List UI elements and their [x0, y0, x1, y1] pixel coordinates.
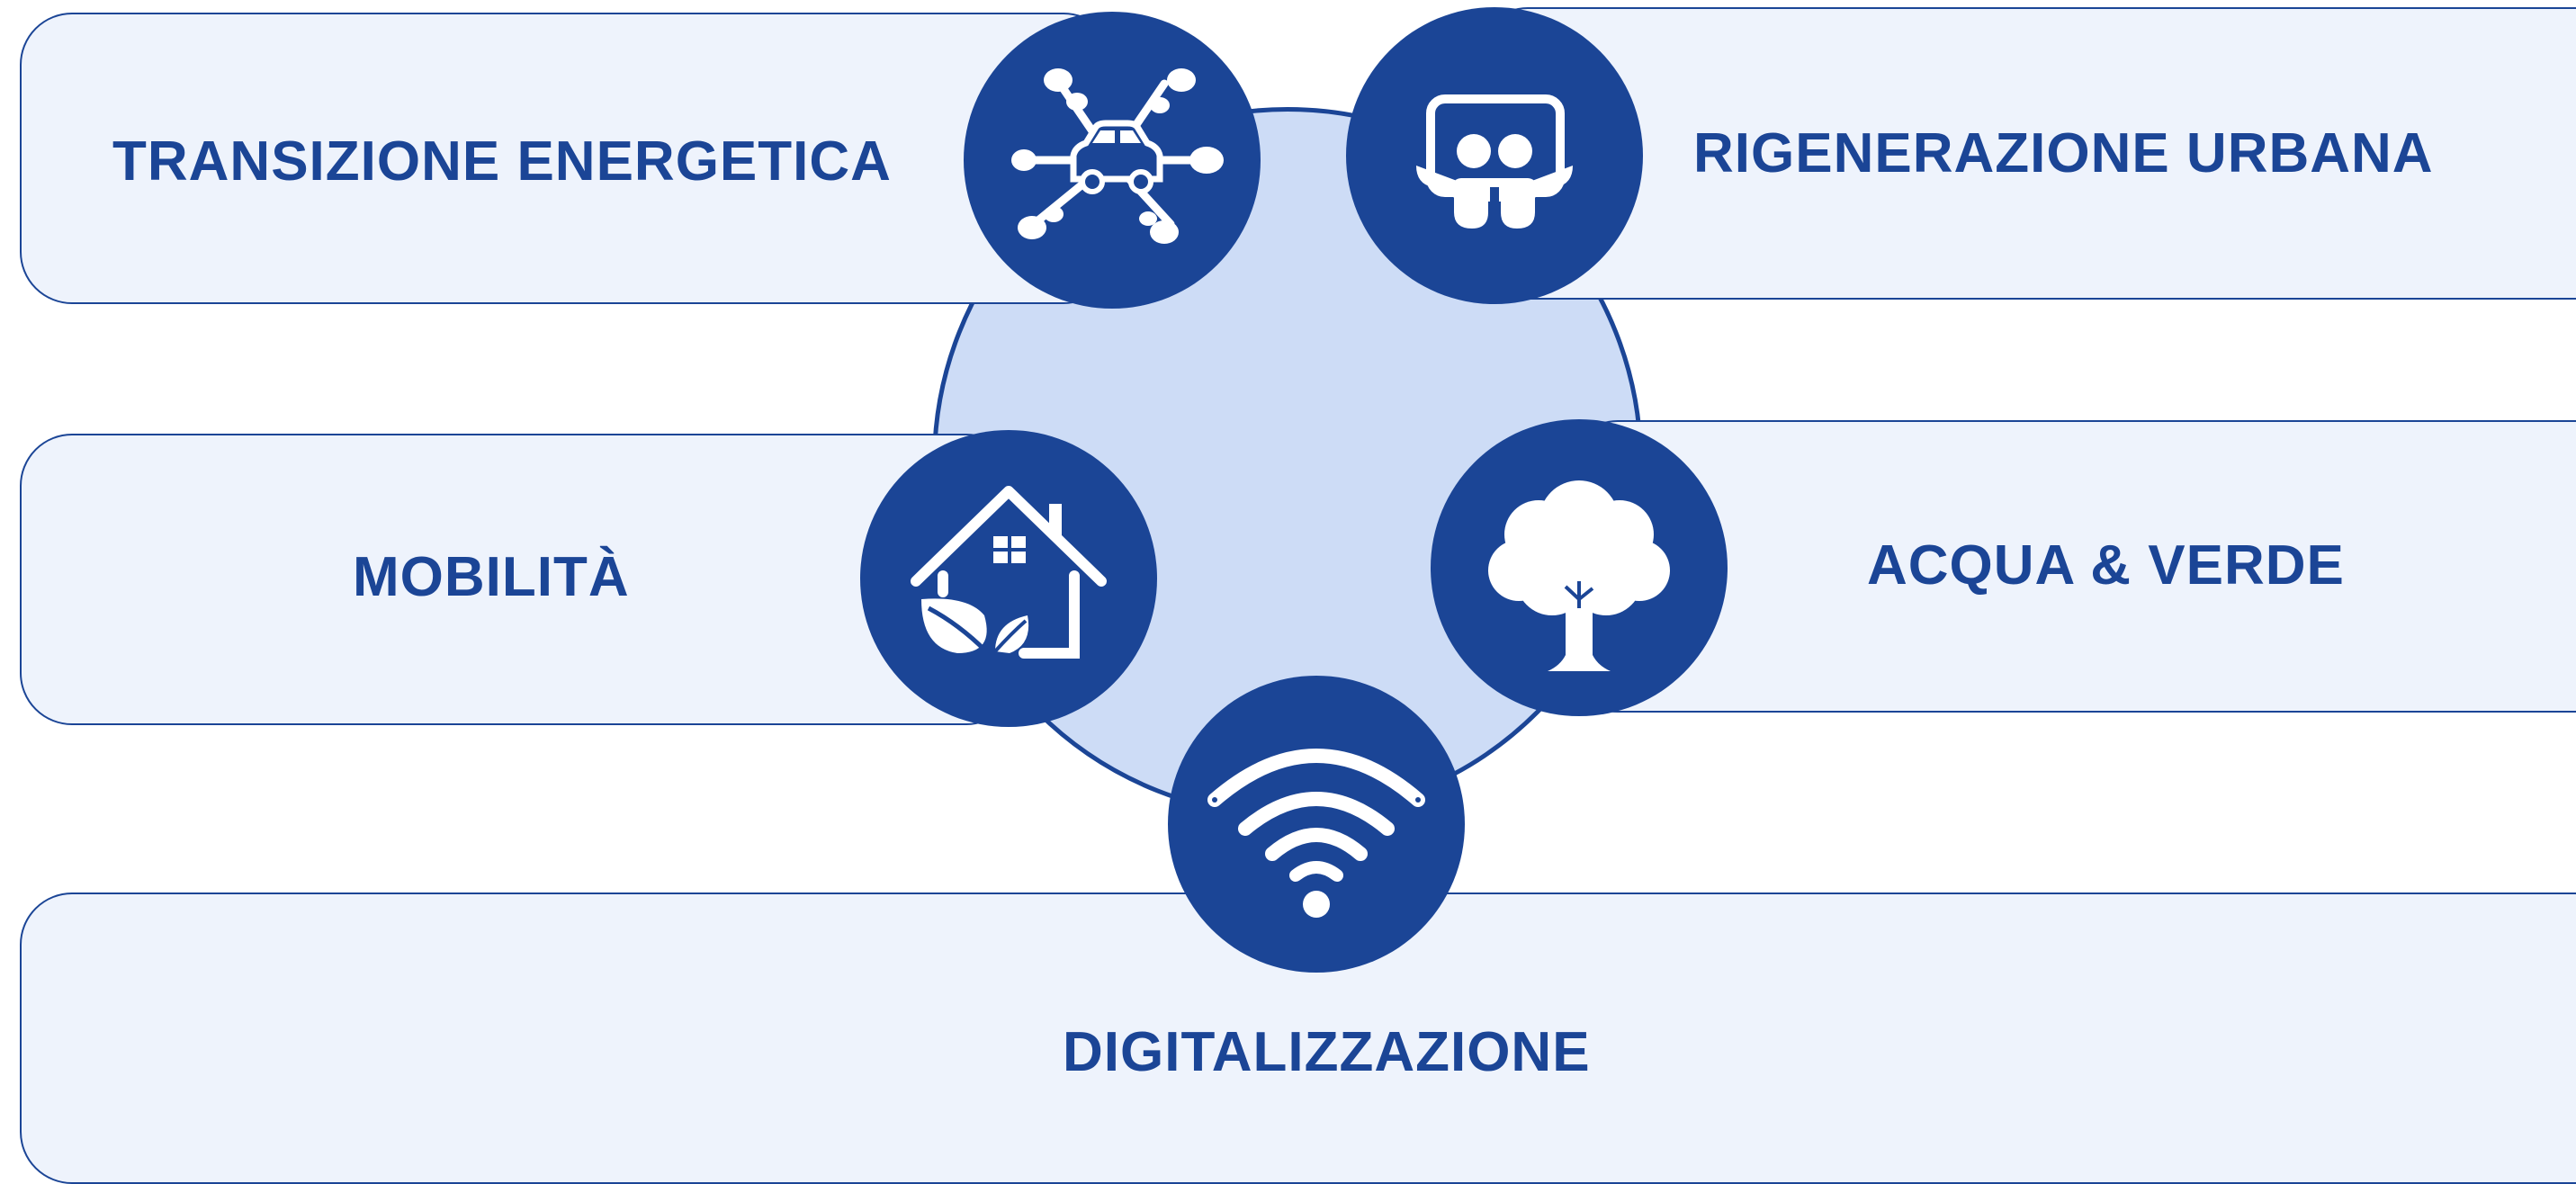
tree-icon: [1431, 419, 1728, 716]
card-transizione-energetica: TRANSIZIONE ENERGETICA: [20, 13, 1116, 304]
eco-house-icon: [860, 430, 1157, 727]
card-acqua-verde: ACQUA & VERDE: [1566, 420, 2576, 713]
people-board-icon: [1346, 7, 1643, 304]
card-mobilita: MOBILITÀ: [20, 434, 1019, 725]
card-label: ACQUA & VERDE: [1867, 534, 2345, 596]
card-label: DIGITALIZZAZIONE: [1063, 1021, 1591, 1083]
card-label: RIGENERAZIONE URBANA: [1693, 122, 2434, 184]
card-rigenerazione-urbana: RIGENERAZIONE URBANA: [1476, 7, 2576, 300]
card-label: TRANSIZIONE ENERGETICA: [112, 130, 892, 193]
wifi-icon: [1168, 676, 1465, 973]
card-label: MOBILITÀ: [353, 546, 630, 608]
connected-car-icon: [964, 12, 1261, 309]
